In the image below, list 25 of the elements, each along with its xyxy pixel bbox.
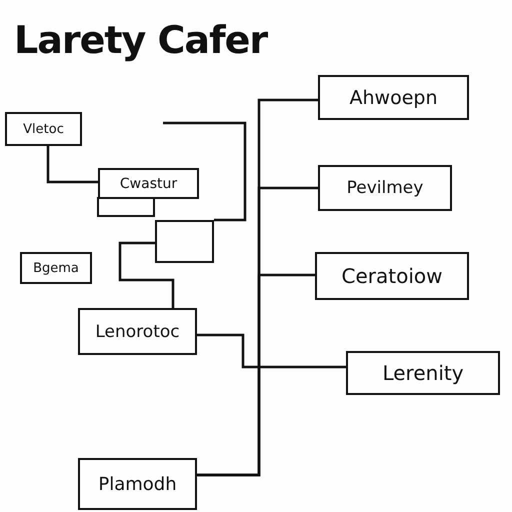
box-label: Ahwoepn xyxy=(350,86,438,108)
diagram-title: Larety Cafer xyxy=(14,18,268,62)
box-label: Vletoc xyxy=(23,122,64,136)
box-label: Pevilmey xyxy=(346,178,424,198)
connector-line xyxy=(46,146,98,184)
process-box xyxy=(78,308,197,355)
box-label: Lerenity xyxy=(382,361,464,385)
process-box xyxy=(346,351,500,395)
process-box xyxy=(318,75,469,120)
connector-line xyxy=(118,242,174,308)
process-box xyxy=(315,252,469,300)
box-label: Plamodh xyxy=(98,474,177,494)
process-box xyxy=(78,458,197,510)
connector-line xyxy=(197,334,346,368)
box-label: Cwastur xyxy=(120,176,178,192)
process-box xyxy=(98,168,199,199)
connector-line xyxy=(197,274,315,476)
connector-line xyxy=(163,122,246,222)
box-label: Lenorotoc xyxy=(95,322,180,342)
empty-box xyxy=(155,220,214,263)
box-label: Ceratoiow xyxy=(342,264,442,288)
process-box xyxy=(318,165,452,211)
process-box xyxy=(5,112,82,146)
box-label: Bgema xyxy=(33,260,79,276)
process-box xyxy=(20,252,92,284)
